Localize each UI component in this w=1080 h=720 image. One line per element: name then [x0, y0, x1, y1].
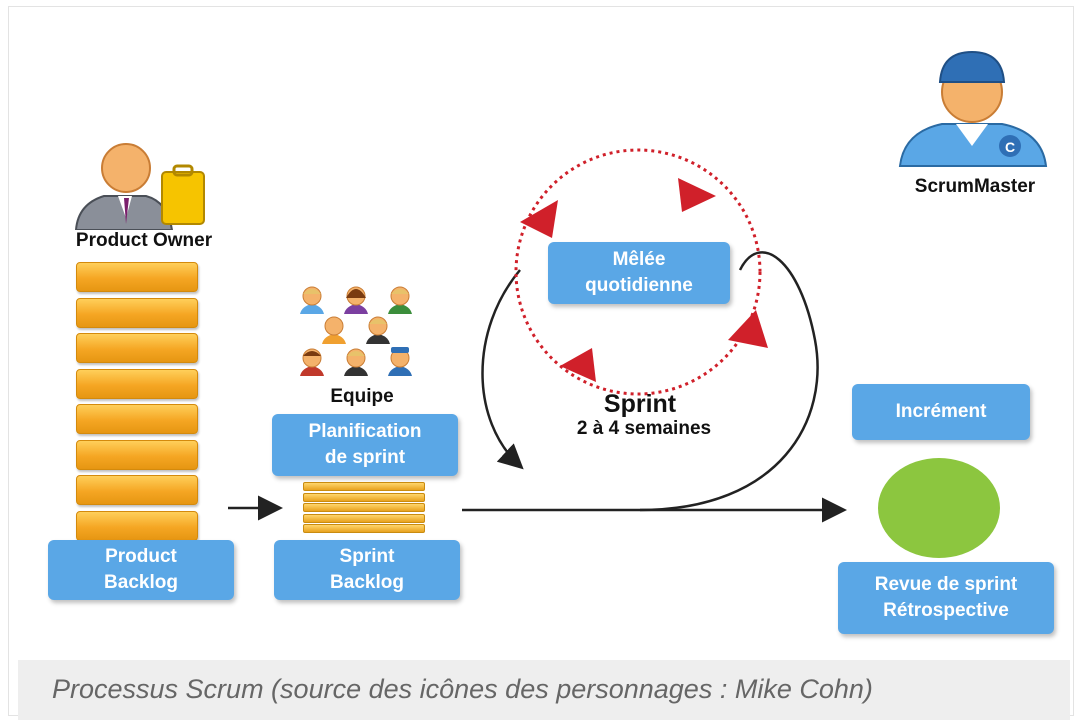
cycle-arrow-icon — [560, 348, 596, 382]
sprint-backlog-line-1: Sprint — [339, 546, 395, 567]
team-member-icon — [366, 316, 390, 344]
sprint-backlog-box: Sprint Backlog — [274, 540, 460, 600]
sprint-planning-line-1: Planification — [308, 421, 422, 442]
figure-caption: Processus Scrum (source des icônes des p… — [52, 674, 873, 704]
backlog-item — [76, 368, 198, 399]
team-member-icon — [344, 286, 368, 314]
review-retrospective-box: Revue de sprint Rétrospective — [838, 562, 1054, 634]
backlog-item — [76, 475, 198, 505]
backlog-item — [76, 404, 198, 434]
scrum-master-icon: C — [898, 50, 1048, 167]
sprint-backlog-item — [303, 482, 425, 491]
team-member-icon — [300, 286, 324, 314]
team-member-icon — [388, 286, 412, 314]
sprint-planning-line-2: de sprint — [324, 447, 406, 468]
daily-scrum-line-1: Mêlée — [612, 249, 666, 270]
sprint-backlog-stack — [303, 482, 425, 535]
cycle-arrow-icon — [520, 200, 558, 238]
product-backlog-stack — [76, 262, 198, 546]
backlog-item — [76, 333, 198, 363]
sprint-backlog-item — [303, 492, 425, 502]
sprint-backlog-item — [303, 513, 425, 523]
backlog-item — [76, 439, 198, 470]
daily-cycle-circle — [514, 148, 762, 396]
sprint-loop-path — [481, 251, 819, 512]
process-flow — [228, 148, 847, 523]
team-label: Equipe — [330, 386, 394, 407]
sprint-duration: 2 à 4 semaines — [576, 418, 712, 439]
increment-circle — [878, 458, 1000, 558]
increment-label: Incrément — [895, 401, 987, 422]
product-owner-icon — [74, 143, 205, 230]
daily-scrum-line-2: quotidienne — [585, 275, 693, 296]
scrum-master-label: ScrumMaster — [914, 176, 1036, 197]
scrum-master-badge: C — [1005, 139, 1015, 155]
team-member-icon — [300, 348, 324, 376]
team-member-icon — [388, 347, 412, 376]
backlog-item — [76, 262, 198, 292]
sprint-backlog-item — [303, 524, 425, 533]
product-backlog-line-2: Backlog — [104, 572, 178, 593]
sprint-backlog-item — [303, 503, 425, 512]
team-member-icon — [322, 316, 346, 344]
product-owner-label: Product Owner — [75, 230, 213, 251]
increment-box: Incrément — [852, 384, 1030, 440]
review-line-2: Rétrospective — [883, 600, 1009, 621]
backlog-item — [76, 297, 198, 328]
product-backlog-line-1: Product — [105, 546, 177, 567]
sprint-backlog-line-2: Backlog — [330, 572, 404, 593]
daily-scrum-box: Mêlée quotidienne — [548, 242, 730, 304]
caption-bar: Processus Scrum (source des icônes des p… — [18, 660, 1070, 720]
team-member-icon — [344, 348, 368, 376]
sprint-title: Sprint — [603, 390, 677, 418]
product-backlog-box: Product Backlog — [48, 540, 234, 600]
sprint-planning-box: Planification de sprint — [272, 414, 458, 476]
review-line-1: Revue de sprint — [874, 574, 1018, 595]
team-icon — [300, 286, 412, 376]
cycle-arrow-icon — [728, 310, 768, 348]
cycle-arrow-icon — [678, 178, 716, 212]
